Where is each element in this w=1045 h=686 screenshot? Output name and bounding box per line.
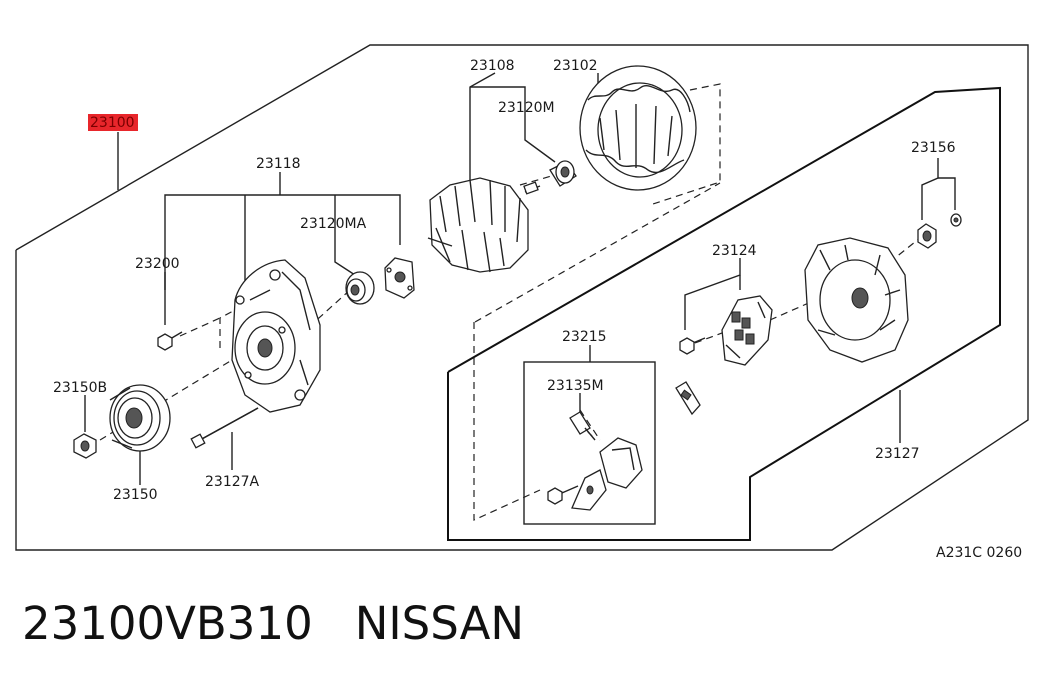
- dashed-axis-2: [179, 317, 221, 337]
- label-23120ma[interactable]: 23120MA: [300, 216, 367, 232]
- label-23120m[interactable]: 23120M: [498, 100, 555, 116]
- brand-name: NISSAN: [354, 597, 525, 650]
- label-23102[interactable]: 23102: [553, 58, 598, 74]
- label-23135m[interactable]: 23135M: [547, 378, 604, 394]
- label-23215[interactable]: 23215: [562, 329, 607, 345]
- front-bearing: [345, 271, 375, 305]
- part-number: 23100VB310: [22, 597, 313, 650]
- footer: 23100VB310 NISSAN: [22, 597, 524, 650]
- label-23108[interactable]: 23108: [470, 58, 515, 74]
- dashed-axis-8: [879, 237, 921, 271]
- dashed-guide-inner: [473, 322, 541, 521]
- assembly-frame: [447, 86, 1001, 541]
- dashed-axis-7: [519, 174, 556, 186]
- regulator-bolt: [679, 337, 706, 355]
- dashed-axis-1: [474, 182, 721, 323]
- label-23124[interactable]: 23124: [712, 243, 757, 259]
- dashed-axis-5: [694, 329, 731, 344]
- pulley-nut: [73, 433, 97, 459]
- front-bracket: [231, 259, 321, 413]
- rear-bearing: [549, 160, 577, 187]
- label-23118[interactable]: 23118: [256, 156, 301, 172]
- label-23200[interactable]: 23200: [135, 256, 180, 272]
- label-23127a[interactable]: 23127A: [205, 474, 260, 490]
- stator: [579, 65, 697, 191]
- dashed-axis-6: [769, 297, 821, 321]
- rotor: [427, 177, 541, 273]
- main-part-highlight: [88, 114, 138, 131]
- rear-nut: [917, 213, 962, 249]
- label-23150[interactable]: 23150: [113, 487, 158, 503]
- dashed-guide-bracket: [219, 309, 236, 348]
- label-23156[interactable]: 23156: [911, 140, 956, 156]
- pulley: [109, 384, 171, 452]
- terminal-clip: [675, 381, 701, 416]
- through-bolt: [190, 407, 259, 449]
- regulator: [721, 295, 773, 366]
- dashed-guide-stator: [649, 83, 721, 206]
- label-23100[interactable]: 23100: [90, 115, 135, 131]
- dashed-axis-9: [579, 409, 601, 441]
- brush-parts: [547, 411, 643, 511]
- label-23127[interactable]: 23127: [875, 446, 920, 462]
- outer-frame: [15, 44, 1029, 551]
- retainer-plate: [384, 257, 415, 299]
- diagram-code: A231C 0260: [936, 545, 1023, 561]
- bracket-bolt: [157, 331, 183, 351]
- label-23150b[interactable]: 23150B: [53, 380, 107, 396]
- rear-housing: [804, 237, 909, 363]
